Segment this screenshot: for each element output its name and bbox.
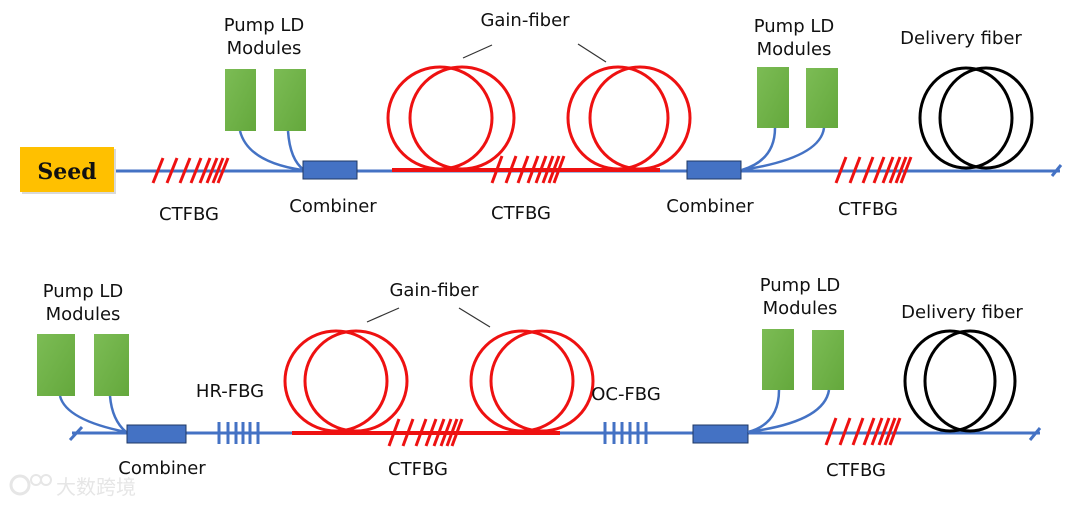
bottom-ctfbg-1-label: CTFBG: [388, 459, 448, 480]
top-ctfbg-1-label: CTFBG: [159, 204, 219, 225]
bottom-fiber-start-tick: [68, 425, 84, 442]
bottom-pump-right-label-line2: Modules: [763, 298, 838, 319]
bottom-gain-leader-2: [458, 307, 491, 328]
top-pump-fiber-4: [741, 127, 826, 172]
bottom-combiner-2: [692, 424, 749, 444]
bottom-pump-left-label-line1: Pump LD: [43, 281, 124, 302]
top-mopa-diagram: Seed CTFBG Pump LD Modules Combiner: [20, 10, 1063, 225]
top-pump-fiber-1: [238, 130, 303, 172]
bottom-oscillator-diagram: Pump LD Modules Combiner HR-FBG Gain-: [37, 275, 1042, 481]
top-ctfbg-2-grating: [490, 155, 566, 184]
top-combiner-2: [686, 160, 742, 180]
bottom-oc-fbg-grating: [603, 422, 648, 444]
top-gain-leader-1: [462, 44, 493, 59]
bottom-pump-module-1: [37, 334, 75, 396]
top-pump-right-label-line2: Modules: [757, 39, 832, 60]
top-ctfbg-3-label: CTFBG: [838, 199, 898, 220]
bottom-pump-module-2: [94, 334, 129, 396]
top-combiner-1: [302, 160, 358, 180]
top-ctfbg-2-label: CTFBG: [491, 203, 551, 224]
watermark-text: 大数跨境: [56, 475, 136, 499]
bottom-gain-coil-1: [283, 329, 409, 433]
bottom-gain-leader-1: [366, 307, 400, 323]
bottom-gain-fiber-label: Gain-fiber: [389, 280, 479, 301]
bottom-pump-fiber-4: [747, 389, 831, 434]
bottom-ctfbg-2-label: CTFBG: [826, 460, 886, 481]
top-ctfbg-1-grating: [151, 157, 230, 184]
top-delivery-fiber-label: Delivery fiber: [900, 28, 1022, 49]
top-combiner-1-label: Combiner: [289, 196, 377, 217]
bottom-pump-fiber-3: [747, 389, 781, 434]
top-pump-module-3: [757, 67, 789, 128]
top-gain-leader-2: [577, 43, 607, 63]
bottom-pump-fiber-1: [58, 395, 127, 434]
top-ctfbg-3-grating: [834, 156, 913, 184]
bottom-pump-module-3: [762, 329, 794, 390]
seed-label: Seed: [37, 159, 96, 185]
top-pump-module-2: [274, 69, 306, 131]
top-pump-fiber-2: [286, 130, 305, 172]
bottom-delivery-fiber-coil: [903, 329, 1017, 433]
bottom-delivery-fiber-label: Delivery fiber: [901, 302, 1023, 323]
bottom-gain-coil-2: [469, 329, 595, 433]
bottom-combiner-1: [126, 424, 187, 444]
bottom-oc-fbg-label: OC-FBG: [591, 384, 661, 405]
top-gain-coil-2: [566, 65, 692, 171]
top-pump-right-label-line1: Pump LD: [754, 16, 835, 37]
top-pump-module-4: [806, 68, 838, 128]
top-pump-module-1: [225, 69, 256, 131]
bottom-ctfbg-2-grating: [824, 417, 902, 446]
bottom-pump-right-label-line1: Pump LD: [760, 275, 841, 296]
top-delivery-fiber-coil: [918, 66, 1034, 170]
top-fiber-end-tick: [1050, 164, 1063, 177]
top-pump-left-label-line1: Pump LD: [224, 15, 305, 36]
bottom-pump-left-label-line2: Modules: [46, 304, 121, 325]
bottom-hr-fbg-grating: [217, 422, 260, 444]
top-gain-coil-1: [386, 65, 516, 171]
top-combiner-2-label: Combiner: [666, 196, 754, 217]
top-gain-fiber-label: Gain-fiber: [480, 10, 570, 31]
bottom-hr-fbg-label: HR-FBG: [196, 381, 264, 402]
bottom-pump-fiber-2: [108, 395, 127, 433]
bottom-pump-module-4: [812, 330, 844, 390]
watermark: 大数跨境: [9, 474, 136, 499]
bottom-fiber-end-tick: [1028, 427, 1042, 441]
seed-source: Seed: [20, 147, 116, 194]
watermark-logo-icon: [9, 474, 31, 496]
bottom-combiner-1-label: Combiner: [118, 458, 206, 479]
bottom-ctfbg-1-grating: [387, 418, 464, 447]
top-pump-left-label-line2: Modules: [227, 38, 302, 59]
